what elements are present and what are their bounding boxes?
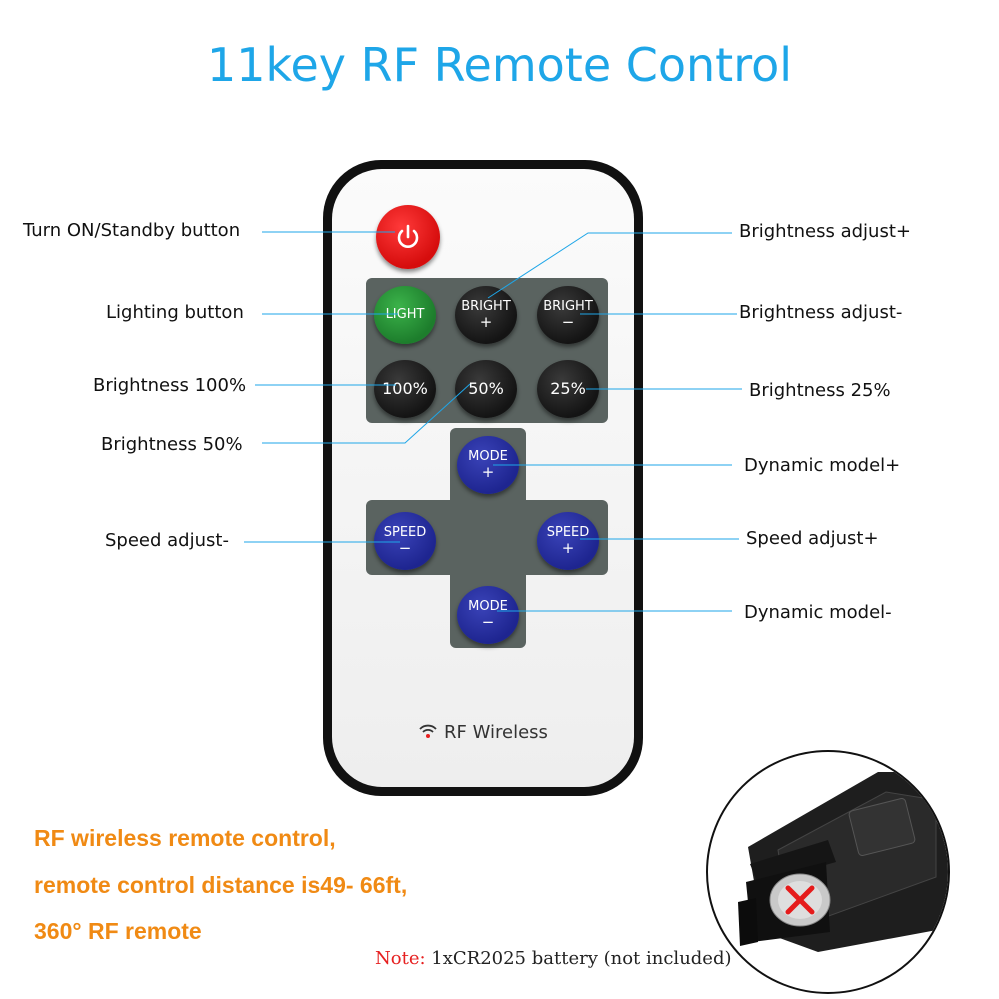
label-speed-minus: Speed adjust-	[105, 530, 229, 551]
speed-plus-button[interactable]: SPEED +	[537, 512, 599, 570]
power-button[interactable]	[376, 205, 440, 269]
label-b50: Brightness 50%	[101, 434, 243, 455]
light-button[interactable]: LIGHT	[374, 286, 436, 344]
battery-compartment-image	[706, 750, 950, 994]
speed-plus-sign: +	[561, 538, 575, 557]
brightness-100-text: 100%	[382, 379, 428, 399]
description-line-2: remote control distance is49- 66ft,	[34, 872, 408, 898]
page-title: 11key RF Remote Control	[206, 38, 793, 92]
mode-plus-sign: +	[481, 462, 495, 481]
label-b25: Brightness 25%	[749, 380, 891, 401]
power-icon	[397, 224, 419, 248]
brightness-50-text: 50%	[468, 379, 504, 399]
label-power: Turn ON/Standby button	[23, 220, 241, 241]
speed-plus-text: SPEED	[546, 524, 590, 540]
brightness-50-button[interactable]: 50%	[455, 360, 517, 418]
leader-line-b50	[262, 383, 471, 444]
bright-minus-sign: −	[561, 312, 575, 331]
speed-minus-button[interactable]: SPEED −	[374, 512, 436, 570]
leader-line-bright-plus	[487, 232, 732, 299]
label-mode-minus: Dynamic model-	[744, 602, 892, 623]
mode-minus-button[interactable]: MODE −	[457, 586, 519, 644]
battery-note: Note: 1xCR2025 battery (not included)	[375, 948, 732, 969]
description-line-1: RF wireless remote control,	[34, 825, 336, 851]
mode-minus-sign: −	[481, 612, 495, 631]
bright-minus-text: BRIGHT	[543, 298, 593, 314]
label-bright-plus: Brightness adjust+	[739, 221, 911, 242]
battery-compartment-illustration	[738, 772, 948, 952]
speed-minus-sign: −	[398, 538, 412, 557]
label-mode-plus: Dynamic model+	[744, 455, 901, 476]
bright-plus-sign: +	[479, 312, 493, 331]
label-speed-plus: Speed adjust+	[746, 528, 879, 549]
mode-minus-text: MODE	[468, 598, 508, 614]
brightness-25-text: 25%	[550, 379, 586, 399]
description-line-3: 360° RF remote	[34, 918, 202, 944]
label-light: Lighting button	[106, 302, 244, 323]
mode-plus-text: MODE	[468, 448, 508, 464]
bright-minus-button[interactable]: BRIGHT −	[537, 286, 599, 344]
brand-text: RF Wireless	[444, 722, 548, 743]
light-button-label: LIGHT	[385, 306, 425, 322]
note-prefix: Note:	[375, 948, 426, 969]
brightness-100-button[interactable]: 100%	[374, 360, 436, 418]
note-text: 1xCR2025 battery (not included)	[425, 948, 732, 969]
rf-wireless-brand: RF Wireless	[418, 722, 548, 743]
bright-plus-text: BRIGHT	[461, 298, 511, 314]
wireless-icon	[419, 724, 437, 738]
bright-plus-button[interactable]: BRIGHT +	[455, 286, 517, 344]
label-bright-minus: Brightness adjust-	[739, 302, 903, 323]
label-b100: Brightness 100%	[93, 375, 247, 396]
speed-minus-text: SPEED	[383, 524, 427, 540]
